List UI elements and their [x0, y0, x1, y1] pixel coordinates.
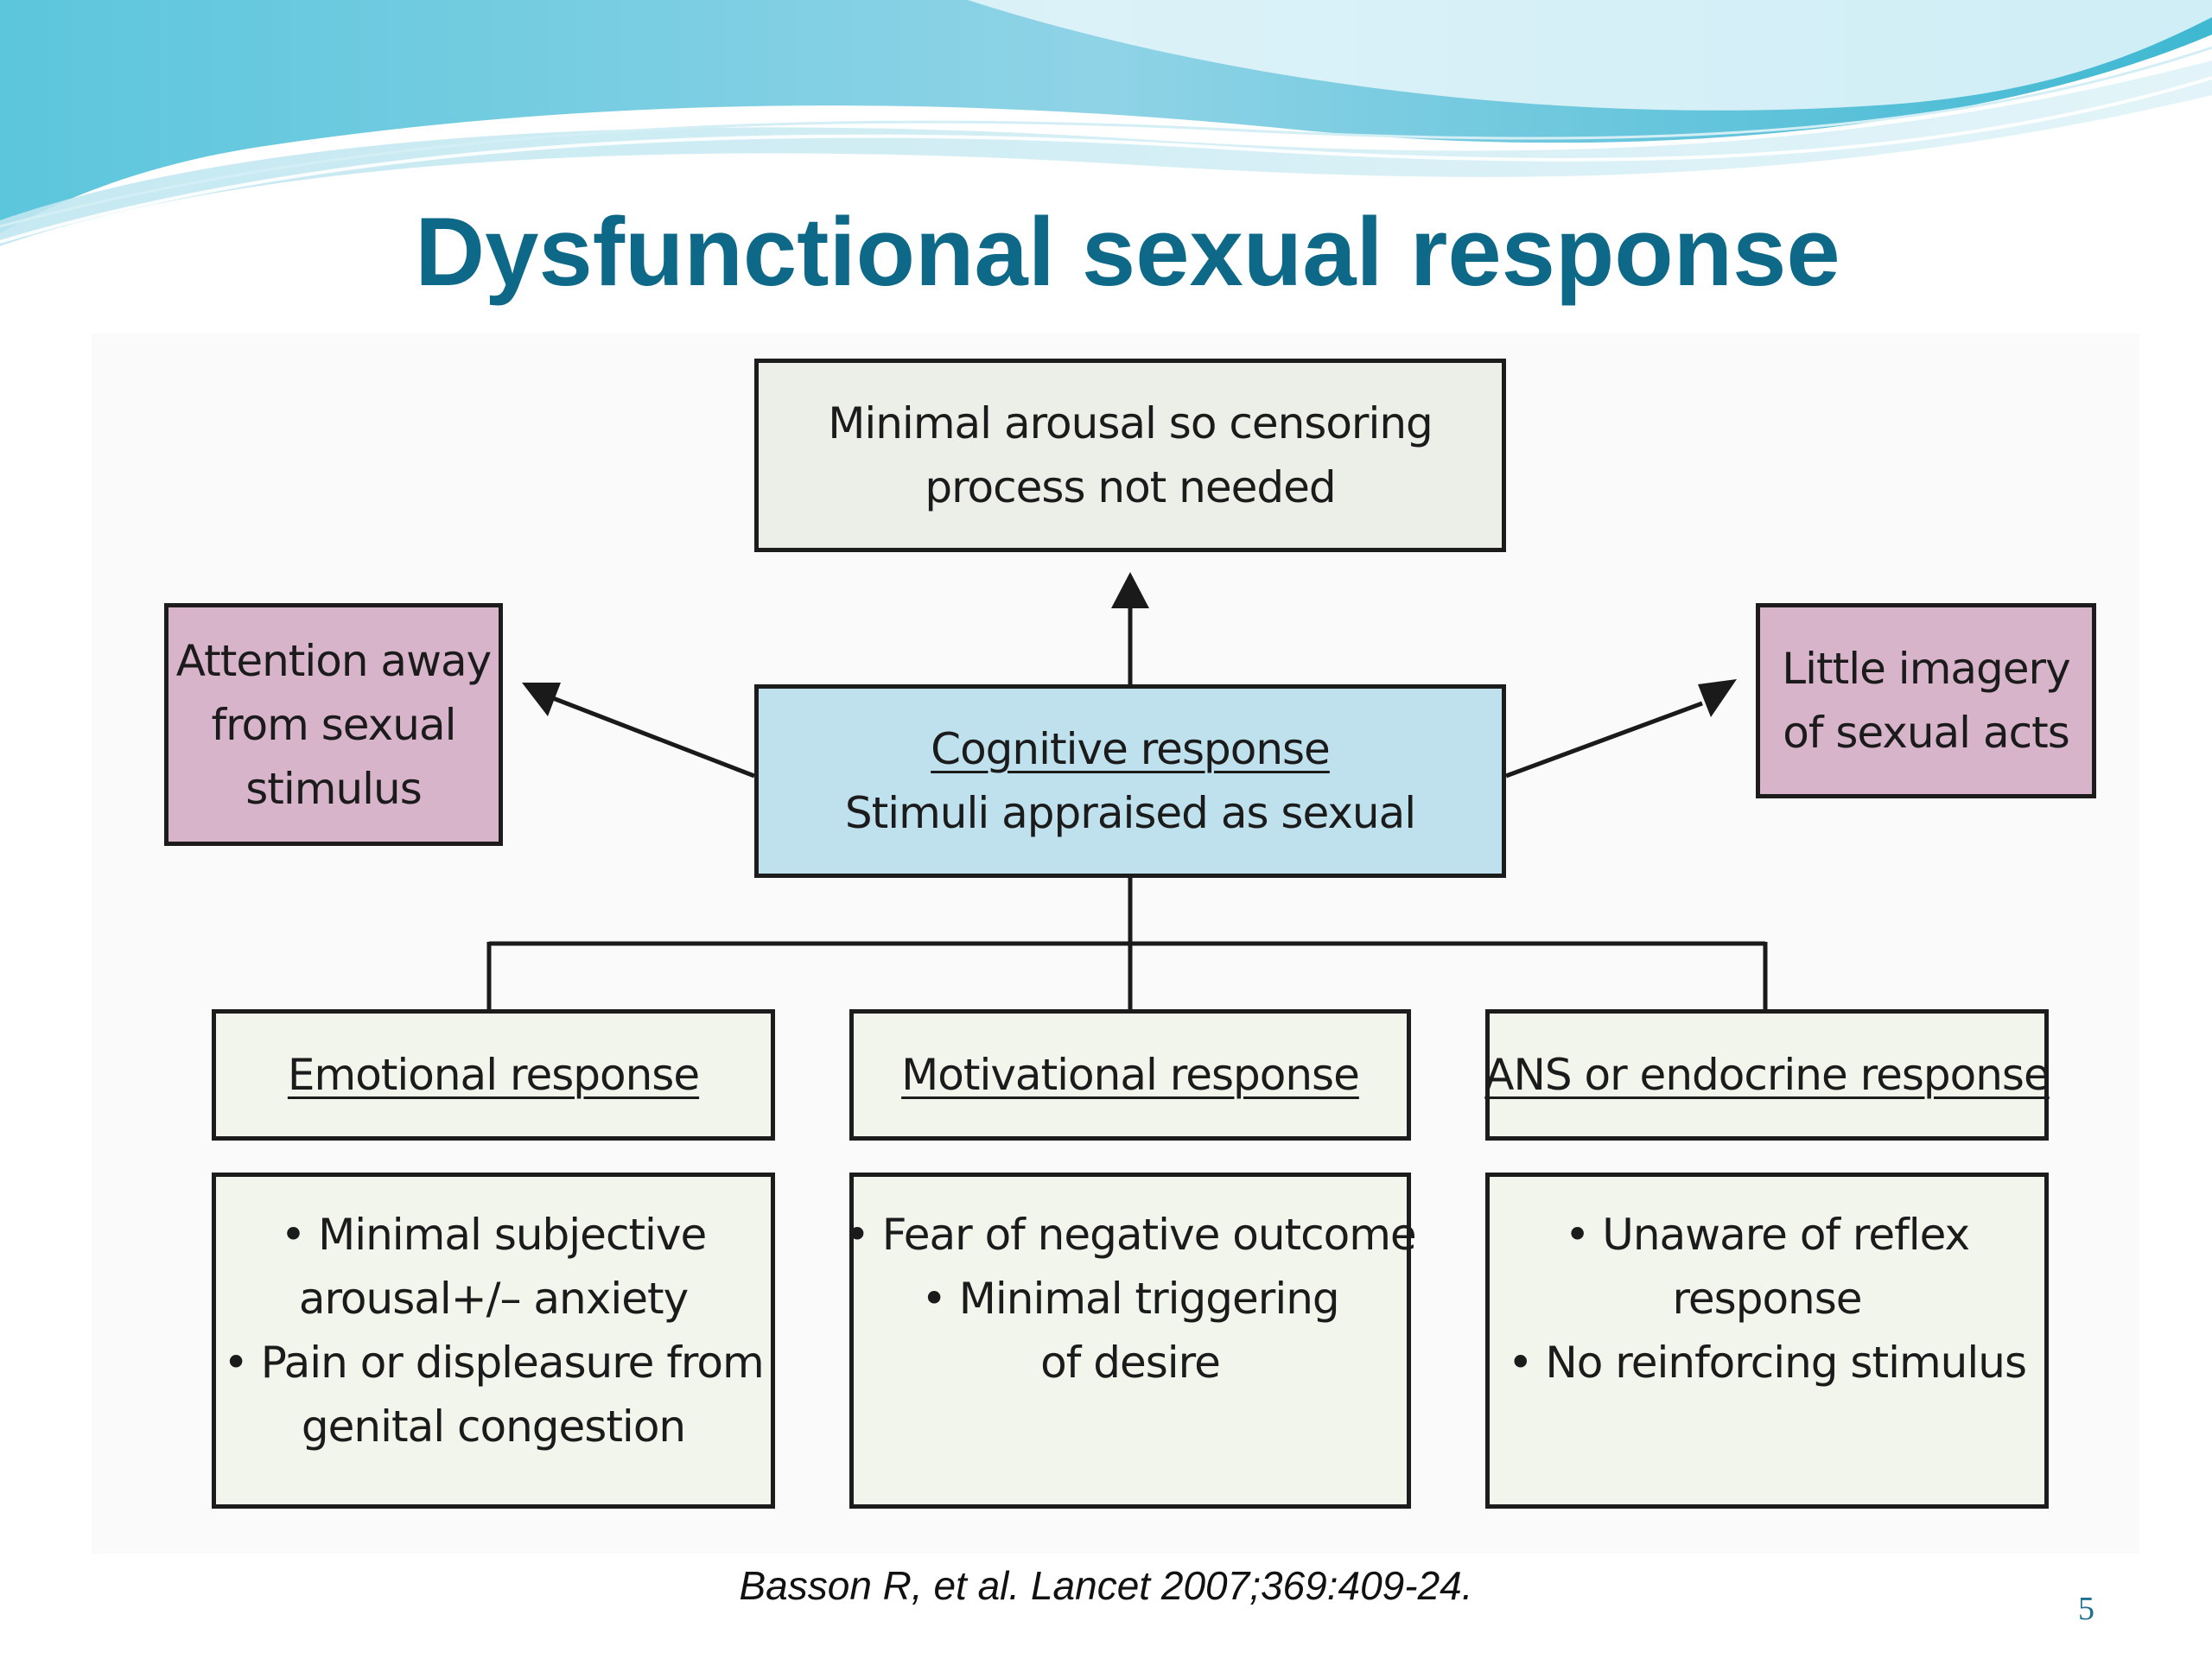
- citation: Basson R, et al. Lancet 2007;369:409-24.: [739, 1563, 1473, 1608]
- little-imagery-line-1: Little imagery: [1782, 644, 2070, 694]
- cognitive-response-heading: Cognitive response: [931, 724, 1331, 774]
- motivational-response-heading: Motivational response: [901, 1050, 1360, 1100]
- attention-away-line-2: from sexual: [211, 699, 457, 750]
- attention-away-line-1: Attention away: [175, 635, 492, 686]
- emotional-detail-line-2: arousal+/– anxiety: [298, 1274, 689, 1324]
- motivational-response-heading-box: Motivational response: [849, 1009, 1411, 1141]
- cognitive-response-text: Stimuli appraised as sexual: [844, 788, 1416, 838]
- emotional-response-heading: Emotional response: [287, 1050, 700, 1100]
- ans-response-details-box: • Unaware of reflex response • No reinfo…: [1485, 1173, 2049, 1509]
- ans-detail-line-1: • Unaware of reflex: [1564, 1210, 1970, 1260]
- emotional-response-heading-box: Emotional response: [212, 1009, 775, 1141]
- arrowhead-up-icon: [1111, 572, 1149, 608]
- emotional-detail-line-4: genital congestion: [301, 1402, 686, 1452]
- connector-center-to-left: [552, 696, 755, 779]
- ans-response-heading: ANS or endocrine response: [1484, 1050, 2050, 1100]
- censoring-box-line-1: Minimal arousal so censoring: [828, 398, 1433, 448]
- motivational-detail-line-3: of desire: [1040, 1338, 1221, 1388]
- censoring-box-line-2: process not needed: [925, 462, 1336, 512]
- header-wave-decoration: [0, 0, 2212, 246]
- motivational-detail-line-1: • Fear of negative outcome: [844, 1210, 1416, 1260]
- emotional-detail-line-1: • Minimal subjective: [280, 1210, 708, 1260]
- arrowhead-left-icon: [522, 683, 561, 716]
- emotional-detail-line-3: • Pain or displeasure from: [223, 1338, 764, 1388]
- emotional-response-details-box: • Minimal subjective arousal+/– anxiety …: [212, 1173, 775, 1509]
- little-imagery-box: Little imagery of sexual acts: [1756, 603, 2096, 798]
- ans-detail-line-3: • No reinforcing stimulus: [1508, 1338, 2027, 1388]
- attention-away-line-3: stimulus: [245, 763, 423, 814]
- motivational-response-details-box: • Fear of negative outcome • Minimal tri…: [844, 1173, 1417, 1509]
- attention-away-box: Attention away from sexual stimulus: [164, 603, 503, 846]
- little-imagery-line-2: of sexual acts: [1783, 708, 2070, 758]
- ans-detail-line-2: response: [1672, 1274, 1862, 1324]
- motivational-detail-line-2: • Minimal triggering: [921, 1274, 1339, 1324]
- ans-response-heading-box: ANS or endocrine response: [1484, 1009, 2050, 1141]
- cognitive-response-box: Cognitive response Stimuli appraised as …: [754, 684, 1506, 878]
- connector-center-to-right: [1505, 701, 1703, 779]
- censoring-box: Minimal arousal so censoring process not…: [754, 359, 1506, 552]
- page-number: 5: [2078, 1591, 2094, 1627]
- slide-title: Dysfunctional sexual response: [415, 198, 1840, 306]
- arrowhead-right-icon: [1698, 679, 1737, 717]
